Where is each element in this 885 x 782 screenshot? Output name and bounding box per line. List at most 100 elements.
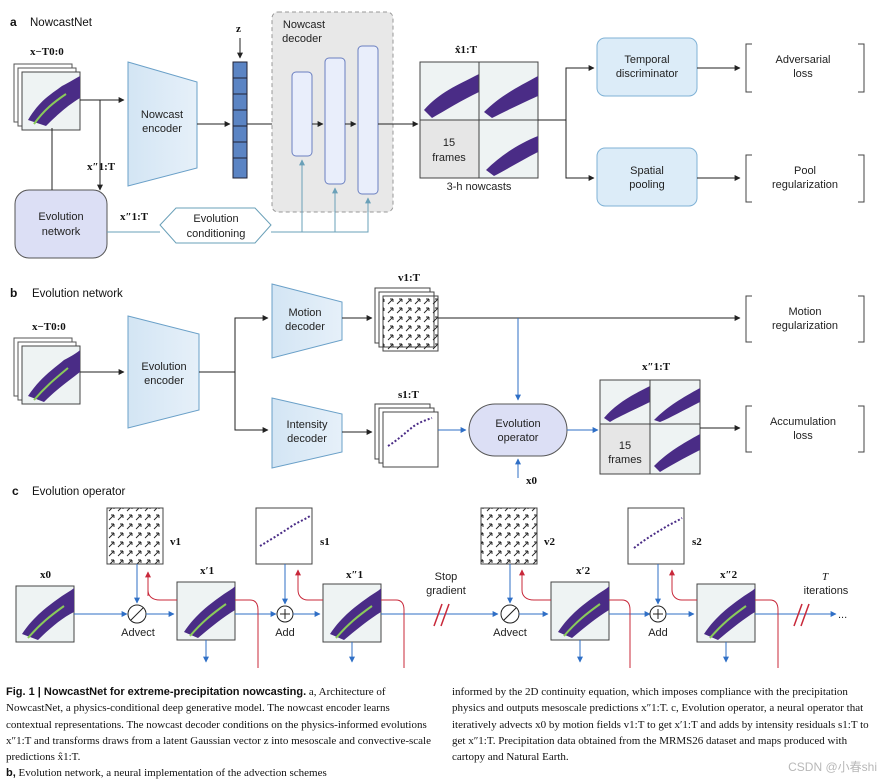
panel-a-xdouble-1: x″1:T [87, 161, 116, 173]
x1p-red-arrow-curve [147, 589, 177, 601]
x2p-red-down-line [609, 599, 631, 668]
spatial-pool-label-1: Spatial [630, 165, 664, 177]
add-label-1: Add [275, 627, 295, 639]
panel-c-v2-label: v2 [544, 536, 556, 548]
intensity-decoder-label-1: Intensity [287, 419, 328, 431]
x1pp-red-down-line [381, 599, 405, 668]
panel-a-title: NowcastNet [30, 17, 93, 29]
temporal-discriminator-box [596, 37, 698, 97]
panel-a-frames-word: frames [432, 152, 466, 164]
panel-c-x1pp-map [322, 583, 382, 643]
evolution-operator-label-2: operator [498, 432, 539, 444]
panel-c-x1p-map [176, 581, 236, 641]
caption-right: informed by the 2D continuity equation, … [452, 684, 880, 765]
motion-decoder-label-2: decoder [285, 321, 325, 333]
panel-b-motion-field-stack [374, 287, 439, 352]
spatial-pool-label-2: pooling [629, 179, 664, 191]
intensity-decoder-label-2: decoder [287, 433, 327, 445]
panel-c-v1-label: v1 [170, 536, 181, 548]
x2p-red-arrow [519, 569, 551, 601]
panel-c-v1-field [106, 507, 164, 565]
panel-b-output-grid [599, 379, 701, 475]
panel-c-letter: c [12, 484, 19, 498]
stop-gradient-slash-1 [433, 603, 443, 627]
nowcast-decoder-label-1: Nowcast [283, 19, 325, 31]
evolution-encoder-label-2: encoder [144, 375, 184, 387]
evolution-encoder-label-1: Evolution [141, 361, 186, 373]
nowcast-decoder-label-2: decoder [282, 33, 322, 45]
s1-residual-marks [259, 515, 311, 547]
motion-reg-bracket [745, 295, 865, 343]
panel-c-s2-label: s2 [692, 536, 702, 548]
panel-b-letter: b [10, 286, 17, 300]
evolution-operator-label-1: Evolution [495, 418, 540, 430]
stop-gradient-label-2: gradient [426, 585, 466, 597]
motion-decoder [271, 283, 343, 359]
spatial-pooling-box [596, 147, 698, 207]
x2pp-red-down-line [755, 599, 779, 668]
motion-decoder-label-1: Motion [288, 307, 321, 319]
panel-c-x0-map [15, 585, 75, 643]
decoder-block-3 [357, 45, 379, 195]
nowcast-encoder-label-1: Nowcast [141, 109, 183, 121]
decoder-block-1 [291, 71, 313, 157]
panel-b-frames-word: frames [608, 454, 642, 466]
temporal-disc-label-2: discriminator [616, 68, 679, 80]
evolution-network-label-1: Evolution [38, 211, 83, 223]
evolution-network-box [14, 189, 108, 259]
panel-c-x2pp-label: x″2 [720, 569, 738, 581]
x1pp-red-arrow [295, 569, 323, 601]
stop-gradient-slash-2 [440, 603, 450, 627]
panel-c-x1pp-label: x″1 [346, 569, 363, 581]
motion-reg-label-2: regularization [772, 320, 838, 332]
accum-loss-bracket [745, 405, 865, 453]
poolreg-label-2: regularization [772, 179, 838, 191]
panel-c-x0: x0 [40, 569, 52, 581]
panel-c-s1-label: s1 [320, 536, 330, 548]
panel-b-x0: x0 [526, 475, 538, 487]
panel-a-input-stack [13, 63, 81, 131]
evolution-to-encoder-arrow [80, 99, 103, 191]
panel-c-s1-field [255, 507, 313, 565]
evolution-encoder [127, 315, 200, 429]
panel-b-input-stack [13, 337, 81, 405]
adversarial-label-2: loss [793, 68, 813, 80]
panel-a-letter: a [10, 15, 17, 29]
panel-a-nowcasts-label: 3-h nowcasts [447, 181, 512, 193]
to-motion-decoder-arrow [199, 315, 269, 373]
panel-a-input-label: x−T0:0 [30, 46, 64, 58]
caption-text-a: a, Architecture of NowcastNet, a physics… [6, 686, 431, 764]
panel-c-x2p-map [550, 581, 610, 641]
evolution-network-label-2: network [42, 226, 81, 238]
stop-gradient2-slash-1 [793, 603, 803, 627]
caption-left: Fig. 1 | NowcastNet for extreme-precipit… [6, 684, 434, 782]
panel-c-title: Evolution operator [32, 486, 126, 498]
panel-a-xhat-label: x̂1:T [455, 44, 478, 56]
panel-b-frames-count: 15 [619, 440, 631, 452]
add-label-2: Add [648, 627, 668, 639]
panel-c-ellipsis: ... [838, 609, 847, 621]
adversarial-label-1: Adversarial [775, 54, 830, 66]
panel-b-title: Evolution network [32, 288, 123, 300]
intensity-decoder [271, 397, 343, 469]
poolreg-bracket [745, 154, 865, 203]
panel-b-v-label: v1:T [398, 272, 421, 284]
panel-c-v2-field [480, 507, 538, 565]
to-spatial-arrow [565, 120, 595, 181]
temporal-disc-label-1: Temporal [624, 54, 669, 66]
panel-a-xdouble-2: x″1:T [120, 211, 149, 223]
accum-loss-label-1: Accumulation [770, 416, 836, 428]
z-label: z [236, 23, 241, 35]
panel-c-x2p-label: x′2 [576, 565, 591, 577]
caption-title: Fig. 1 | NowcastNet for extreme-precipit… [6, 686, 307, 698]
stop-gradient2-slash-2 [800, 603, 810, 627]
to-temporal-arrow [538, 65, 595, 121]
evolution-conditioning-hexagon [159, 207, 272, 244]
poolreg-label-1: Pool [794, 165, 816, 177]
s2-residual-marks [633, 517, 683, 549]
caption-text-b: Evolution network, a neural implementati… [15, 767, 327, 780]
advect-label-2: Advect [493, 627, 527, 639]
panel-c-x2pp-map [696, 583, 756, 643]
panel-c-iterations-T: T [822, 571, 829, 583]
x1p-red-down-line [235, 599, 259, 668]
